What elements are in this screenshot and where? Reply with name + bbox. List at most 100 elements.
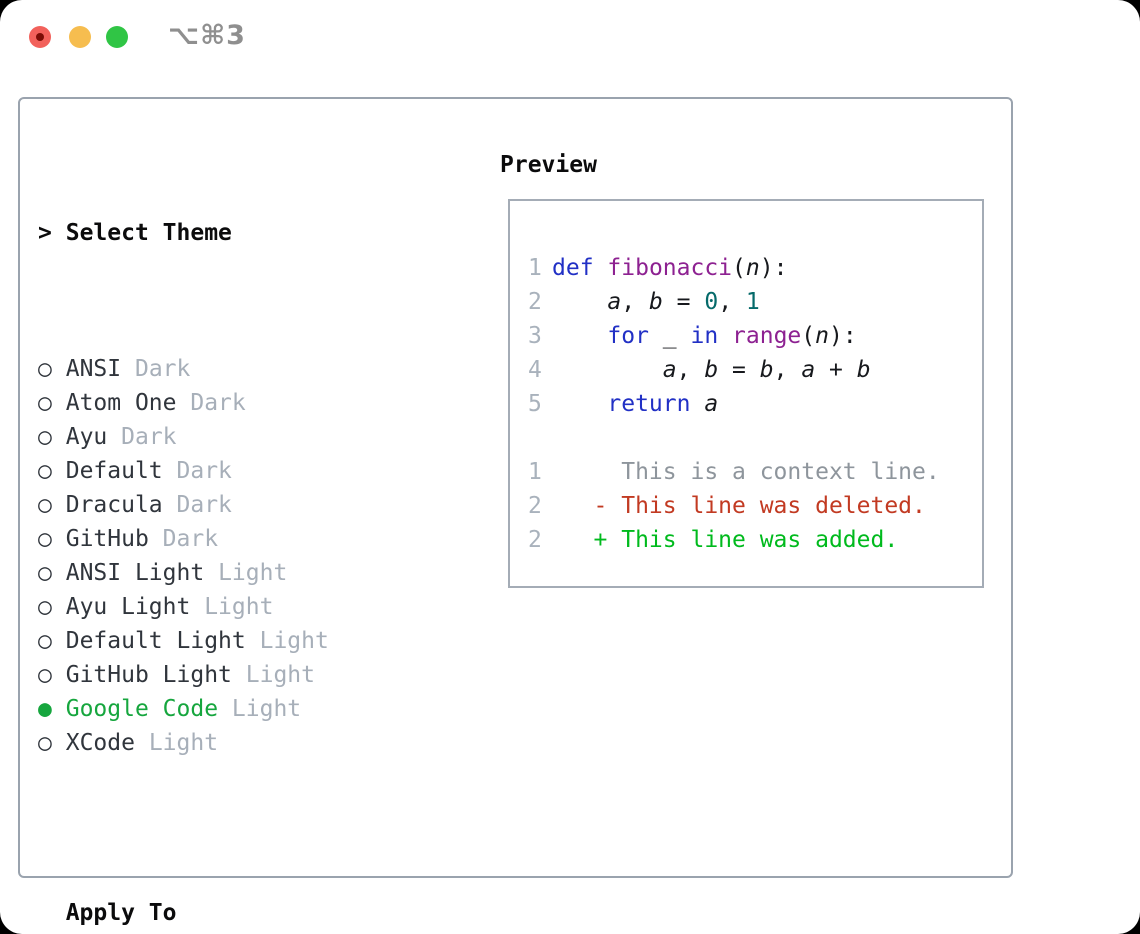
theme-option-default-light[interactable]: ○ Default Light Light [38, 624, 426, 658]
code-token: _ [648, 323, 691, 349]
theme-list: ○ ANSI Dark○ Atom One Dark○ Ayu Dark○ De… [38, 352, 426, 760]
code-token: a [662, 357, 677, 383]
diff-line-added: 2 + This line was added. [528, 523, 982, 557]
prompt-icon: > [38, 220, 52, 246]
code-token: b [648, 289, 663, 315]
theme-option-atom-one[interactable]: ○ Atom One Dark [38, 386, 426, 420]
select-theme-label: Select Theme [65, 220, 232, 246]
code-token: range [732, 323, 802, 349]
code-token [718, 323, 732, 349]
diff-text: - This line was deleted. [552, 493, 926, 519]
theme-name: GitHub [65, 526, 149, 552]
theme-name: Ayu [65, 424, 108, 450]
code-line: 1 def fibonacci(n): [528, 251, 982, 285]
theme-option-ansi[interactable]: ○ ANSI Dark [38, 352, 426, 386]
theme-variant: Light [148, 730, 219, 756]
code-token: b [704, 357, 719, 383]
radio-icon: ○ [38, 628, 52, 654]
theme-option-ansi-light[interactable]: ○ ANSI Light Light [38, 556, 426, 590]
code-token: , [676, 357, 705, 383]
code-line: 4 a, b = b, a + b [528, 353, 982, 387]
radio-selected-icon: ● [38, 696, 52, 722]
theme-variant: Dark [134, 356, 191, 382]
theme-name: Dracula [65, 492, 163, 518]
radio-icon: ○ [38, 560, 52, 586]
line-number: 5 [528, 391, 542, 417]
close-button-icon[interactable] [29, 26, 51, 48]
title-bar: ⌥⌘3 [0, 0, 1140, 74]
diff-text: This is a context line. [552, 459, 940, 485]
radio-icon: ○ [38, 730, 52, 756]
radio-icon: ○ [38, 458, 52, 484]
line-number: 1 [528, 255, 542, 281]
code-token: b [759, 357, 774, 383]
code-token: ): [759, 255, 788, 281]
code-token [552, 289, 607, 315]
theme-name: ANSI Light [65, 560, 205, 586]
code-token: 0 [704, 289, 719, 315]
code-token: n [815, 323, 830, 349]
radio-icon: ○ [38, 424, 52, 450]
theme-name: ANSI [65, 356, 122, 382]
radio-icon: ○ [38, 492, 52, 518]
theme-variant: Dark [162, 526, 219, 552]
line-number: 4 [528, 357, 542, 383]
diff-line-deleted: 2 - This line was deleted. [528, 489, 982, 523]
theme-option-xcode[interactable]: ○ XCode Light [38, 726, 426, 760]
code-line: 2 a, b = 0, 1 [528, 285, 982, 319]
theme-option-google-code[interactable]: ● Google Code Light [38, 692, 426, 726]
theme-option-dracula[interactable]: ○ Dracula Dark [38, 488, 426, 522]
select-theme-header: > Select Theme [38, 216, 426, 250]
code-token: , [718, 289, 746, 315]
theme-variant: Dark [176, 492, 232, 518]
code-token: a [801, 357, 816, 383]
code-token: a [607, 289, 622, 315]
code-token: ( [732, 255, 746, 281]
line-number: 2 [528, 527, 542, 553]
code-token: = [718, 357, 760, 383]
code-token: , [773, 357, 802, 383]
code-token: b [856, 357, 871, 383]
zoom-button-icon[interactable] [106, 26, 128, 48]
code-token: 1 [745, 289, 760, 315]
diff-line-context: 1 This is a context line. [528, 455, 982, 489]
code-token: , [621, 289, 649, 315]
theme-variant: Light [218, 560, 288, 586]
code-token: in [690, 323, 719, 349]
radio-icon: ○ [38, 526, 52, 552]
code-line: 3 for _ in range(n): [528, 319, 982, 353]
diff-text: + This line was added. [552, 527, 899, 553]
code-token: ( [801, 323, 816, 349]
radio-icon: ○ [38, 356, 52, 382]
theme-variant: Dark [121, 424, 177, 450]
theme-name: Atom One [65, 390, 177, 416]
code-line: 5 return a [528, 387, 982, 421]
theme-name: Ayu Light [65, 594, 191, 620]
code-token [552, 323, 607, 349]
code-token: def [552, 255, 594, 281]
theme-option-github-light[interactable]: ○ GitHub Light Light [38, 658, 426, 692]
code-token: n [745, 255, 760, 281]
preview-heading: Preview [500, 152, 597, 178]
theme-option-default[interactable]: ○ Default Dark [38, 454, 426, 488]
theme-option-ayu[interactable]: ○ Ayu Dark [38, 420, 426, 454]
apply-to-label: Apply To [65, 900, 177, 926]
theme-variant: Light [245, 662, 315, 688]
theme-option-github[interactable]: ○ GitHub Dark [38, 522, 426, 556]
theme-variant: Light [231, 696, 302, 722]
main-panel: > Select Theme ○ ANSI Dark○ Atom One Dar… [18, 97, 1013, 926]
theme-option-ayu-light[interactable]: ○ Ayu Light Light [38, 590, 426, 624]
code-token: fibonacci [607, 255, 733, 281]
radio-icon: ○ [38, 390, 52, 416]
apply-to-header: Apply To [38, 896, 426, 930]
code-token: for [607, 323, 649, 349]
theme-name: Default [65, 458, 163, 484]
preview-diff: 1 This is a context line.2 - This line w… [528, 455, 982, 557]
minimize-button-icon[interactable] [69, 26, 91, 48]
code-token: a [704, 391, 719, 417]
code-token: ): [829, 323, 857, 349]
theme-variant: Dark [176, 458, 232, 484]
